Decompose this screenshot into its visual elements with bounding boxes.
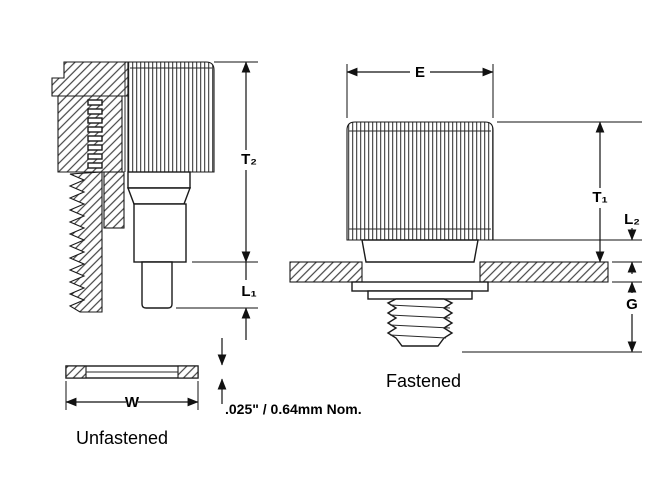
spring-coils: [87, 99, 103, 169]
caption-unfastened: Unfastened: [76, 428, 168, 448]
fastened-view: E T₁ L₂ G Fastened: [289, 64, 642, 391]
knurled-head-left: [127, 61, 215, 173]
washer-and-screw: [351, 281, 489, 347]
dim-label-g: G: [626, 296, 638, 313]
dimension-g: G: [626, 281, 638, 353]
extension-lines: [462, 121, 642, 353]
dim-label-l1: L₁: [241, 283, 256, 300]
dim-label-t2: T₂: [241, 151, 257, 168]
dim-label-l2: L₂: [624, 211, 640, 228]
dimension-panel-thickness: .025" / 0.64mm Nom.: [217, 338, 362, 417]
unfastened-view: T₂ L₁ W .025" / 0.64mm Nom. Unfastened: [51, 61, 362, 448]
fastener-cross-section: [51, 61, 129, 313]
flange: [361, 239, 479, 263]
dimension-t1: T₁: [592, 121, 608, 263]
dim-label-t1: T₁: [592, 189, 607, 206]
dimension-e: E: [346, 64, 494, 118]
thickness-note: .025" / 0.64mm Nom.: [225, 401, 362, 417]
dimension-w: W: [65, 381, 199, 411]
dimension-t2: T₂: [192, 61, 258, 263]
dim-label-e: E: [415, 64, 425, 81]
panel: [289, 261, 609, 283]
dim-label-w: W: [125, 394, 140, 411]
caption-fastened: Fastened: [386, 371, 461, 391]
fastener-body: [126, 171, 192, 309]
knurled-head-right: [346, 121, 494, 263]
dimension-l1: L₁: [176, 262, 258, 340]
threaded-shank-section: [68, 171, 103, 313]
retainer-washer: [65, 365, 199, 379]
dimension-l2: L₂: [624, 211, 640, 274]
